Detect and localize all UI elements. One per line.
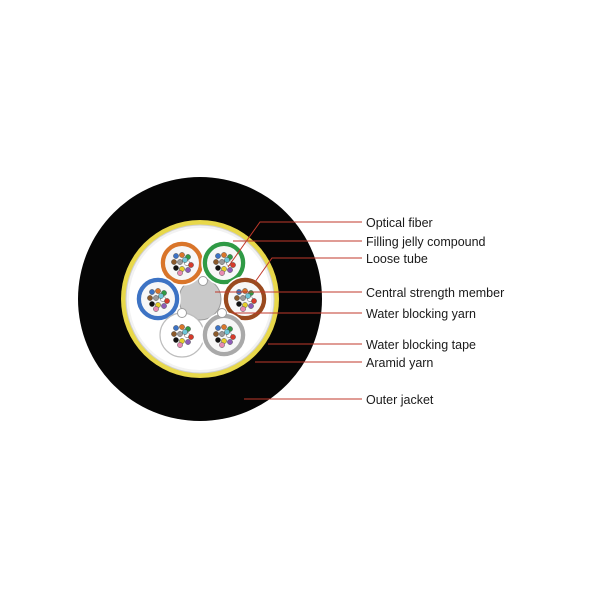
optical-fiber (215, 265, 221, 271)
optical-fiber (173, 325, 179, 331)
water-blocking-yarn (198, 276, 208, 286)
optical-fiber (224, 257, 230, 263)
label-outer-jacket: Outer jacket (366, 393, 434, 407)
optical-fiber (221, 252, 227, 258)
optical-fiber (171, 331, 177, 337)
optical-fiber (185, 267, 191, 273)
optical-fiber (161, 303, 167, 309)
optical-fiber (188, 262, 194, 268)
optical-fiber (221, 324, 227, 330)
component-labels: Optical fiber Filling jelly compound Loo… (366, 216, 504, 407)
optical-fiber (234, 295, 240, 301)
optical-fiber (182, 329, 188, 335)
optical-fiber (227, 267, 233, 273)
optical-fiber (224, 329, 230, 335)
label-aramid-yarn: Aramid yarn (366, 356, 433, 370)
label-loose-tube: Loose tube (366, 252, 428, 266)
optical-fiber (219, 331, 225, 337)
optical-fiber (158, 293, 164, 299)
optical-fiber (242, 288, 248, 294)
optical-fiber (188, 334, 194, 340)
label-water-blocking-yarn: Water blocking yarn (366, 307, 476, 321)
label-central-strength-member: Central strength member (366, 286, 504, 300)
optical-fiber (177, 270, 183, 276)
loose-tube-gray (201, 312, 247, 358)
loose-tube-orange (159, 240, 205, 286)
optical-fiber (240, 306, 246, 312)
optical-fiber (182, 257, 188, 263)
optical-fiber (177, 259, 183, 265)
optical-fiber (219, 270, 225, 276)
optical-fiber (173, 253, 179, 259)
leader-lines (215, 221, 362, 400)
cable-cross-section (78, 177, 322, 421)
water-blocking-yarn (217, 308, 227, 318)
optical-fiber (240, 295, 246, 301)
optical-fiber (230, 262, 236, 268)
loose-tube-blue (135, 276, 181, 322)
optical-fiber (179, 324, 185, 330)
optical-fiber (215, 253, 221, 259)
label-filling-jelly-compound: Filling jelly compound (366, 235, 486, 249)
optical-fiber (149, 301, 155, 307)
optical-fiber (248, 303, 254, 309)
optical-fiber (185, 339, 191, 345)
optical-fiber (155, 288, 161, 294)
optical-fiber (219, 342, 225, 348)
loose-tube-white (159, 312, 205, 358)
optical-fiber (173, 265, 179, 271)
optical-fiber (179, 252, 185, 258)
optical-fiber (215, 325, 221, 331)
label-optical-fiber: Optical fiber (366, 216, 433, 230)
water-blocking-yarns (177, 276, 227, 318)
loose-tube-green (201, 240, 247, 286)
optical-fiber (177, 331, 183, 337)
optical-fiber (230, 334, 236, 340)
label-water-blocking-tape: Water blocking tape (366, 338, 476, 352)
optical-fiber (147, 295, 153, 301)
leader-optical-fiber (227, 221, 362, 268)
optical-fiber (164, 298, 170, 304)
optical-fiber (251, 298, 257, 304)
leader-loose-tube (254, 257, 362, 283)
optical-fiber (149, 289, 155, 295)
optical-fiber (215, 337, 221, 343)
optical-fiber (236, 301, 242, 307)
optical-fiber (173, 337, 179, 343)
water-blocking-yarn (177, 308, 187, 318)
optical-fiber (177, 342, 183, 348)
optical-fiber (227, 339, 233, 345)
optical-fiber (153, 295, 159, 301)
optical-fiber (153, 306, 159, 312)
optical-fiber (171, 259, 177, 265)
optical-fiber (245, 293, 251, 299)
optical-fiber (219, 259, 225, 265)
optical-fiber (213, 259, 219, 265)
optical-fiber (213, 331, 219, 337)
